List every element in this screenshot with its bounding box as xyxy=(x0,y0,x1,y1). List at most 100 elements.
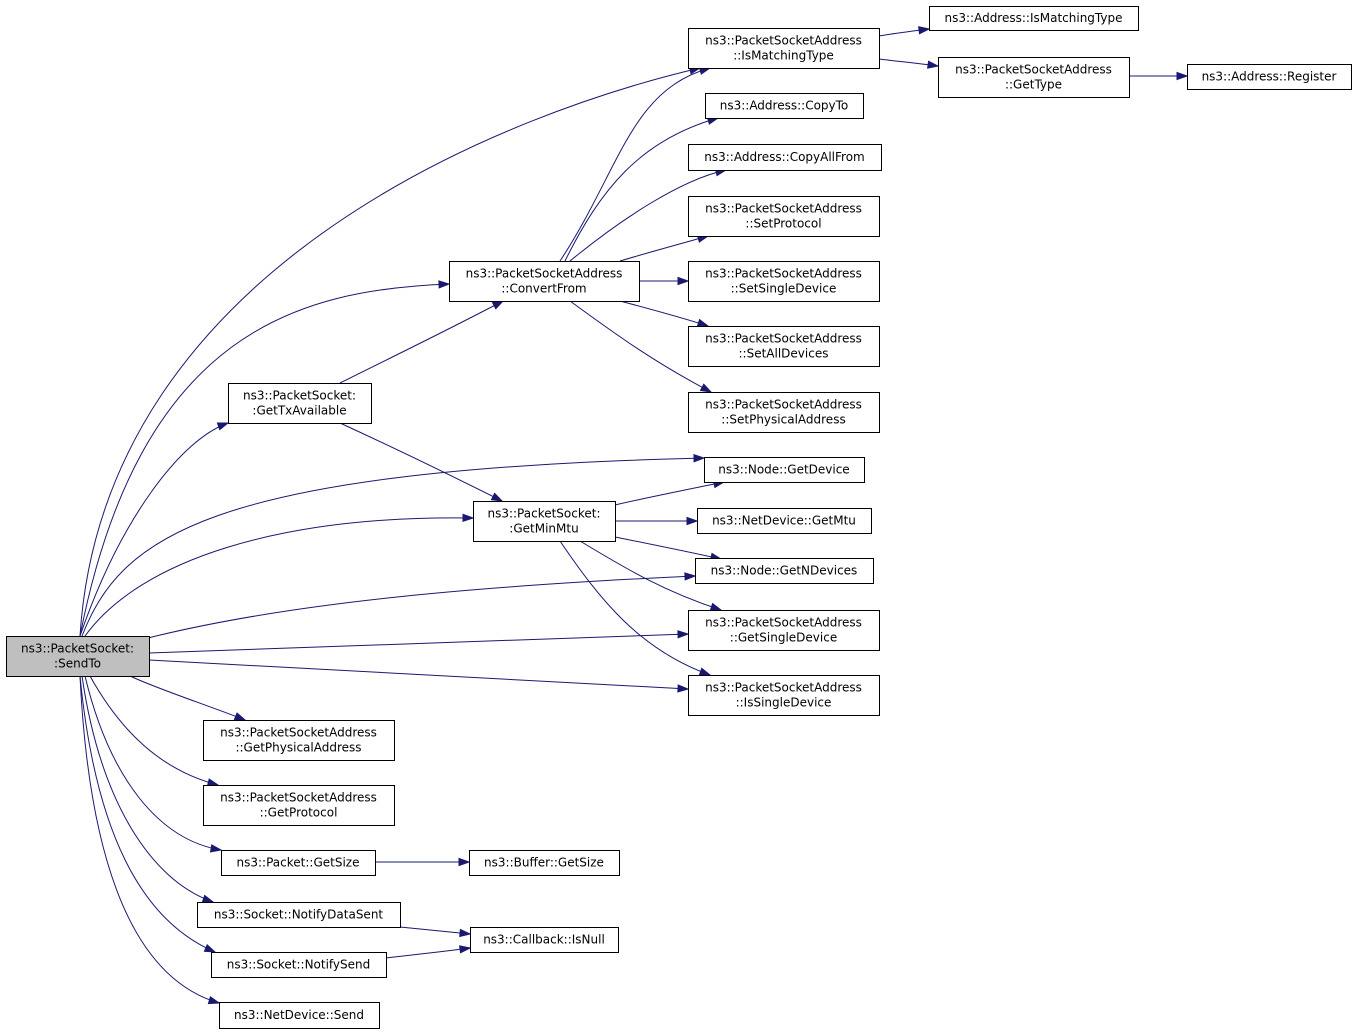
node-packetgetsize[interactable]: ns3::Packet::GetSize xyxy=(221,850,376,876)
node-box xyxy=(203,720,395,761)
node-label: ::SetSingleDevice xyxy=(731,282,837,296)
node-label: :GetMinMtu xyxy=(509,522,578,536)
arrowhead xyxy=(709,602,723,611)
arrowhead xyxy=(459,945,472,954)
node-label: ns3::PacketSocket: xyxy=(21,642,134,656)
node-label: ns3::NetDevice::GetMtu xyxy=(712,514,856,528)
node-label: ns3::PacketSocketAddress xyxy=(705,267,862,281)
node-label: ns3::PacketSocketAddress xyxy=(955,63,1112,77)
node-gettxavail[interactable]: ns3::PacketSocket::GetTxAvailable xyxy=(228,383,372,424)
node-label: ns3::NetDevice::Send xyxy=(234,1008,364,1022)
node-box xyxy=(6,636,150,677)
arrowhead xyxy=(216,422,230,431)
node-nodegetdevice[interactable]: ns3::Node::GetDevice xyxy=(704,457,865,483)
edge-pktismatch-to-pktgettype xyxy=(878,58,940,69)
node-netsend[interactable]: ns3::NetDevice::Send xyxy=(219,1002,380,1029)
edge-convertfrom-to-pktsetsingle xyxy=(639,276,690,286)
edge-pktismatch-to-addrismatch xyxy=(878,26,931,37)
node-label: ns3::Address::Register xyxy=(1202,70,1337,84)
node-pktsetphys[interactable]: ns3::PacketSocketAddress::SetPhysicalAdd… xyxy=(688,392,880,433)
node-callbackisnull[interactable]: ns3::Callback::IsNull xyxy=(470,927,619,953)
node-addrcopyto[interactable]: ns3::Address::CopyTo xyxy=(705,93,864,119)
edge-pktgettype-to-addrregister xyxy=(1129,71,1189,81)
node-notifysend[interactable]: ns3::Socket::NotifySend xyxy=(211,952,387,978)
edge-sendto-to-convertfrom xyxy=(79,280,451,637)
edge-sendto-to-gettxavail xyxy=(79,422,230,637)
node-pktismatch[interactable]: ns3::PacketSocketAddress::IsMatchingType xyxy=(688,28,880,69)
node-notifydatasent[interactable]: ns3::Socket::NotifyDataSent xyxy=(197,902,401,928)
node-addrregister[interactable]: ns3::Address::Register xyxy=(1187,64,1352,90)
edge-notifysend-to-callbackisnull xyxy=(385,945,472,959)
node-nodegetn[interactable]: ns3::Node::GetNDevices xyxy=(695,558,874,584)
edge-sendto-to-notifysend xyxy=(79,675,217,953)
node-label: ::GetPhysicalAddress xyxy=(235,741,361,755)
arrowhead xyxy=(677,276,690,286)
arrowhead xyxy=(927,60,940,69)
node-addrcopyallfrom[interactable]: ns3::Address::CopyAllFrom xyxy=(688,144,882,171)
edge-sendto-to-pktgetsingle xyxy=(148,630,690,654)
node-label: ::SetPhysicalAddress xyxy=(721,413,845,427)
node-label: ns3::Socket::NotifyDataSent xyxy=(214,908,384,922)
node-label: ns3::PacketSocket: xyxy=(487,507,600,521)
node-box xyxy=(929,6,1139,31)
node-pktsetall[interactable]: ns3::PacketSocketAddress::SetAllDevices xyxy=(688,326,880,367)
arrowhead xyxy=(698,667,712,676)
node-buffergetsize[interactable]: ns3::Buffer::GetSize xyxy=(469,850,620,876)
node-label: :GetTxAvailable xyxy=(252,404,346,418)
node-label: ns3::PacketSocketAddress xyxy=(705,332,862,346)
node-label: ns3::Socket::NotifySend xyxy=(227,958,371,972)
node-box xyxy=(473,501,616,542)
arrowhead xyxy=(1176,71,1189,81)
node-pktgettype[interactable]: ns3::PacketSocketAddress::GetType xyxy=(938,57,1130,98)
node-label: ns3::Node::GetDevice xyxy=(718,463,849,477)
node-label: ::SetAllDevices xyxy=(739,347,829,361)
node-label: ns3::PacketSocketAddress xyxy=(705,34,862,48)
node-label: ns3::PacketSocketAddress xyxy=(705,398,862,412)
node-pktgetproto[interactable]: ns3::PacketSocketAddress::GetProtocol xyxy=(203,785,395,826)
node-box xyxy=(219,1002,380,1029)
edge-convertfrom-to-addrcopyto xyxy=(564,116,720,262)
node-label: ::ConvertFrom xyxy=(501,282,586,296)
node-box xyxy=(470,927,619,953)
call-edges xyxy=(79,26,1189,1005)
node-getminmtu[interactable]: ns3::PacketSocket::GetMinMtu xyxy=(473,501,616,542)
node-label: ns3::PacketSocketAddress xyxy=(220,791,377,805)
edge-convertfrom-to-pktsetprotocol xyxy=(619,234,710,262)
edge-getminmtu-to-pktissingle xyxy=(559,540,712,676)
node-box xyxy=(695,558,874,584)
node-label: ns3::Buffer::GetSize xyxy=(484,856,604,870)
node-label: ::IsMatchingType xyxy=(733,49,834,63)
node-pktgetphys[interactable]: ns3::PacketSocketAddress::GetPhysicalAdd… xyxy=(203,720,395,761)
node-pktgetsingle[interactable]: ns3::PacketSocketAddress::GetSingleDevic… xyxy=(688,610,880,651)
node-box xyxy=(1187,64,1352,90)
node-addrismatch[interactable]: ns3::Address::IsMatchingType xyxy=(929,6,1139,31)
arrowhead xyxy=(684,572,697,581)
node-label: ns3::Address::IsMatchingType xyxy=(945,11,1123,25)
edge-convertfrom-to-pktsetall xyxy=(619,300,710,327)
node-box xyxy=(228,383,372,424)
arrowhead xyxy=(490,492,504,502)
node-convertfrom[interactable]: ns3::PacketSocketAddress::ConvertFrom xyxy=(449,261,640,302)
edge-sendto-to-packetgetsize xyxy=(84,675,223,853)
node-sendto[interactable]: ns3::PacketSocket::SendTo xyxy=(6,636,150,677)
edge-sendto-to-nodegetdevice xyxy=(81,454,706,637)
edge-gettxavail-to-getminmtu xyxy=(339,422,504,502)
node-netgetmtu[interactable]: ns3::NetDevice::GetMtu xyxy=(697,508,872,534)
edge-sendto-to-pktgetproto xyxy=(89,675,220,787)
edge-convertfrom-to-pktsetphys xyxy=(569,300,713,393)
node-label: ns3::Callback::IsNull xyxy=(483,933,605,947)
edge-packetgetsize-to-buffergetsize xyxy=(375,857,471,867)
node-box xyxy=(688,261,880,302)
node-label: ::SetProtocol xyxy=(745,217,821,231)
node-label: ns3::Address::CopyAllFrom xyxy=(704,150,865,164)
node-pktissingle[interactable]: ns3::PacketSocketAddress::IsSingleDevice xyxy=(688,675,880,716)
node-pktsetsingle[interactable]: ns3::PacketSocketAddress::SetSingleDevic… xyxy=(688,261,880,302)
arrowhead xyxy=(233,712,247,721)
node-pktsetprotocol[interactable]: ns3::PacketSocketAddress::SetProtocol xyxy=(688,196,880,237)
arrowhead xyxy=(686,516,699,526)
node-label: ::GetSingleDevice xyxy=(730,631,837,645)
arrowhead xyxy=(207,996,221,1005)
node-label: ns3::Packet::GetSize xyxy=(237,856,360,870)
edge-sendto-to-getminmtu xyxy=(84,513,475,637)
